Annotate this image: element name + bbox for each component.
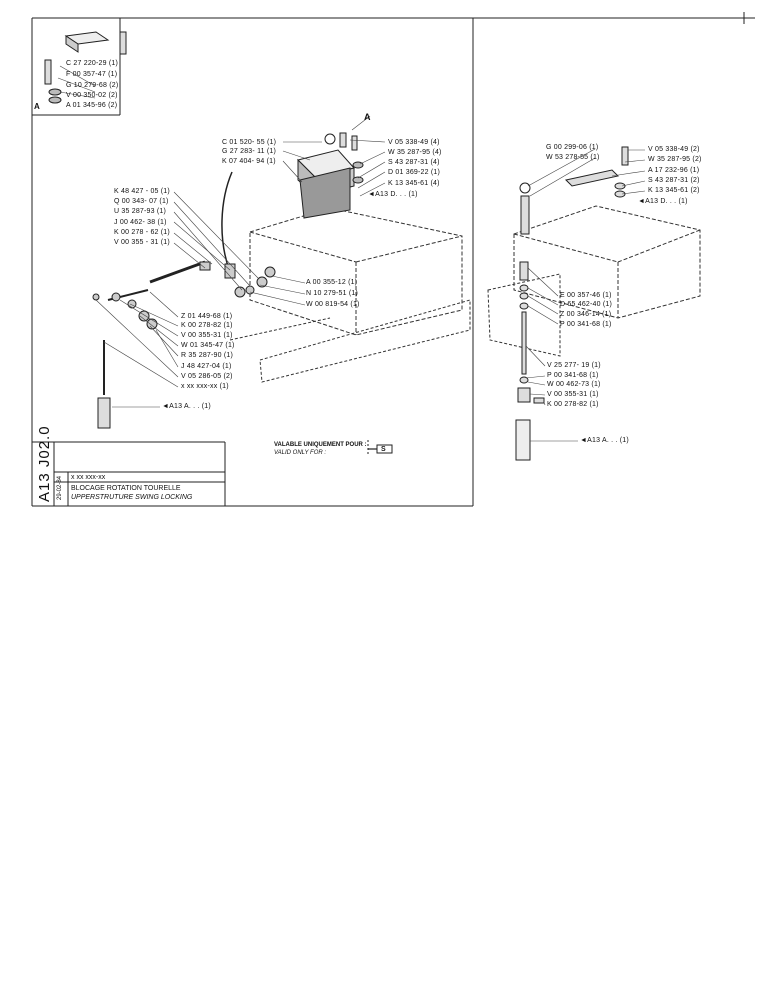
side-top-ref-text: A13 D. . . (1) xyxy=(645,198,688,205)
main-top-left-part-1: G 27 283- 11 (1) xyxy=(222,148,277,155)
main-bottom-part-3: W 01 345-47 (1) xyxy=(181,342,235,349)
side-bottom-ref-text: A13 A. . . (1) xyxy=(587,437,629,444)
side-low-part-4: K 00 278-82 (1) xyxy=(547,401,599,408)
side-top-right-part-2: A 17 232-96 (1) xyxy=(648,167,700,174)
inset-sketch xyxy=(44,31,127,104)
main-bottom-part-1: K 00 278-82 (1) xyxy=(181,322,233,329)
main-left-part-3: J 00 462- 38 (1) xyxy=(114,219,167,226)
inset-part-3: V 00 350-02 (2) xyxy=(66,92,118,99)
main-right-part-1: N 10 279-51 (1) xyxy=(306,290,359,297)
main-left-part-4: K 00 278 - 62 (1) xyxy=(114,229,170,236)
main-top-ref: ◄A13 D. . . (1) xyxy=(368,191,418,198)
main-right-part-0: A 00 355-12 (1) xyxy=(306,279,358,286)
technical-drawing xyxy=(31,12,755,507)
ref-number: x xx xxx-xx xyxy=(71,474,106,481)
sheet-date: 29-02-84 xyxy=(57,475,63,500)
side-top-left-part-0: G 00 299-06 (1) xyxy=(546,144,599,151)
side-low-part-0: V 25 277- 19 (1) xyxy=(547,362,601,369)
main-top-right-part-1: W 35 287-95 (4) xyxy=(388,149,442,156)
small-parts xyxy=(92,261,276,429)
main-top-right-part-0: V 05 338-49 (4) xyxy=(388,139,440,146)
main-top-right-part-2: S 43 287-31 (4) xyxy=(388,159,440,166)
side-low-part-3: V 00 355-31 (1) xyxy=(547,391,599,398)
side-bottom-ref: ◄A13 A. . . (1) xyxy=(580,437,629,444)
side-machine-outline xyxy=(487,205,701,357)
title-fr: BLOCAGE ROTATION TOURELLE xyxy=(71,485,181,492)
main-bottom-part-6: V 05 286-05 (2) xyxy=(181,373,233,380)
side-top-right-part-1: W 35 287-95 (2) xyxy=(648,156,702,163)
locking-bracket xyxy=(297,132,364,219)
validity-fr: VALABLE UNIQUEMENT POUR : xyxy=(274,442,367,448)
side-top-right-part-0: V 05 338-49 (2) xyxy=(648,146,700,153)
validity-en: VALID ONLY FOR : xyxy=(274,450,327,456)
side-mid-part-1: D 65 462-40 (1) xyxy=(560,301,613,308)
main-bottom-ref: ◄A13 A. . . (1) xyxy=(162,403,211,410)
side-top-left-part-1: W 53 278-55 (1) xyxy=(546,154,600,161)
main-bottom-part-4: R 35 287-90 (1) xyxy=(181,352,234,359)
main-bottom-part-7: x xx xxx-xx (1) xyxy=(181,383,229,390)
cable-and-rods xyxy=(103,171,233,395)
inset-part-0: C 27 220-29 (1) xyxy=(66,60,119,67)
main-top-left-part-0: C 01 520- 55 (1) xyxy=(222,139,277,146)
side-parts xyxy=(515,146,629,461)
main-machine-outline xyxy=(229,207,471,383)
inset-part-2: G 10 279-68 (2) xyxy=(66,82,119,89)
main-bottom-ref-text: A13 A. . . (1) xyxy=(169,403,211,410)
main-left-part-5: V 00 355 - 31 (1) xyxy=(114,239,170,246)
title-en: UPPERSTRUTURE SWING LOCKING xyxy=(71,494,193,501)
side-low-part-1: P 00 341-68 (1) xyxy=(547,372,599,379)
leader-lines-side xyxy=(525,148,646,442)
side-top-right-part-3: S 43 287-31 (2) xyxy=(648,177,700,184)
validity-code: S xyxy=(381,446,386,453)
inset-part-4: A 01 345-96 (2) xyxy=(66,102,118,109)
main-top-right-part-4: K 13 345-61 (4) xyxy=(388,180,440,187)
side-mid-part-0: E 00 357-46 (1) xyxy=(560,292,612,299)
main-top-right-part-3: D 01 369-22 (1) xyxy=(388,169,441,176)
main-left-part-1: Q 00 343- 07 (1) xyxy=(114,198,169,205)
sheet-id: A13 J02.0 xyxy=(36,425,53,502)
leader-lines-main xyxy=(57,65,386,408)
side-mid-part-2: Z 00 346-14 (1) xyxy=(560,311,612,318)
main-view-arrow-letter: A xyxy=(364,112,371,122)
main-bottom-part-0: Z 01 449-68 (1) xyxy=(181,313,233,320)
main-top-ref-text: A13 D. . . (1) xyxy=(375,191,418,198)
main-top-left-part-2: K 07 404- 94 (1) xyxy=(222,158,276,165)
side-mid-part-3: P 00 341-68 (1) xyxy=(560,321,612,328)
side-low-part-2: W 00 462-73 (1) xyxy=(547,381,601,388)
side-top-right-part-4: K 13 345-61 (2) xyxy=(648,187,700,194)
inset-view-letter: A xyxy=(34,102,40,111)
side-top-ref: ◄A13 D. . . (1) xyxy=(638,198,688,205)
drawing-sheet: A C 27 220-29 (1) F 00 357-47 (1) G 10 2… xyxy=(31,12,755,507)
main-left-part-0: K 48 427 - 05 (1) xyxy=(114,188,170,195)
inset-part-1: F 00 357-47 (1) xyxy=(66,71,118,78)
main-right-part-2: W 00 819-54 (1) xyxy=(306,301,360,308)
main-bottom-part-2: V 00 355-31 (1) xyxy=(181,332,233,339)
main-bottom-part-5: J 48 427-04 (1) xyxy=(181,363,232,370)
main-left-part-2: U 35 287-93 (1) xyxy=(114,208,167,215)
